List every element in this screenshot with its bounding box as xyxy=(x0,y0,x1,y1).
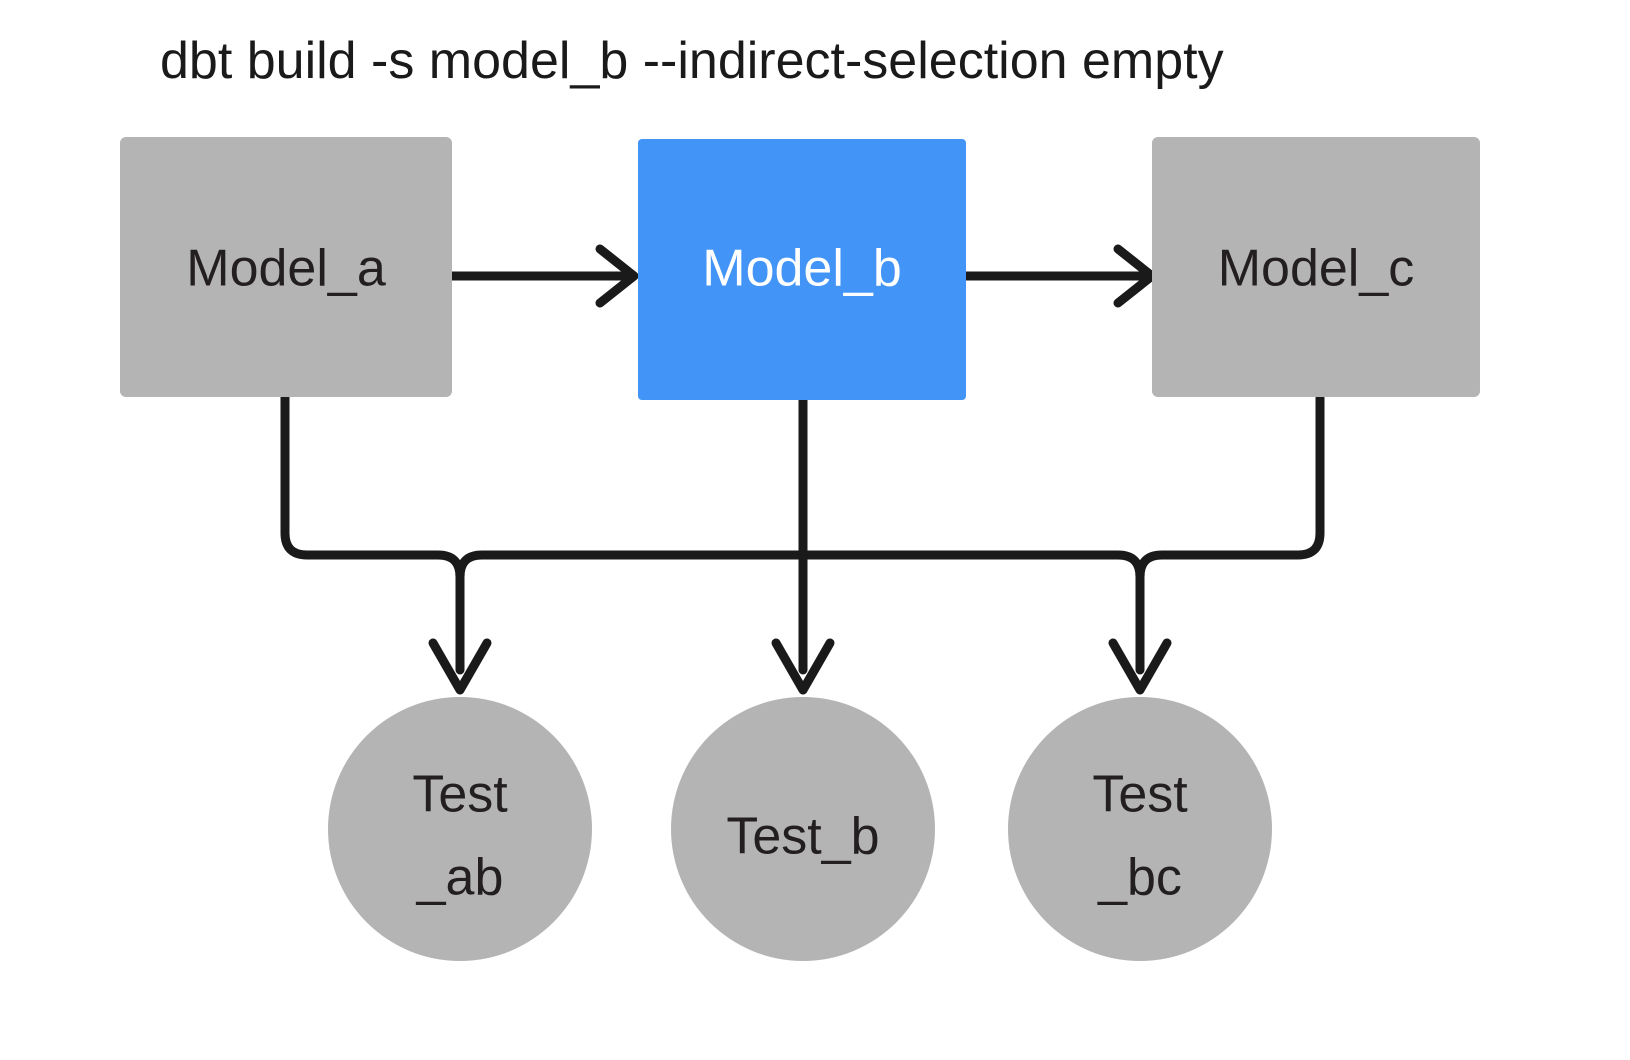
model-a-label: Model_a xyxy=(186,240,386,298)
test-bc-label-line1: Test xyxy=(1092,766,1188,824)
test-node-test-ab[interactable]: Test _ab xyxy=(328,697,592,961)
arrowhead-to-test-bc xyxy=(1108,638,1172,695)
page-title: dbt build -s model_b --indirect-selectio… xyxy=(160,32,1224,90)
test-b-label-line1: Test_b xyxy=(726,808,879,866)
model-node-model-c[interactable]: Model_c xyxy=(1152,137,1480,397)
model-b-label: Model_b xyxy=(702,240,901,298)
arrowhead-model-a-to-model-b xyxy=(595,244,639,308)
test-bc-circle[interactable] xyxy=(1008,697,1272,961)
arrowhead-to-test-b xyxy=(771,638,835,695)
edge-layer xyxy=(280,244,1325,695)
test-b-circle[interactable] xyxy=(671,697,935,961)
model-c-box[interactable] xyxy=(1152,137,1480,397)
model-node-model-a[interactable]: Model_a xyxy=(120,137,452,397)
edge-model-c-to-test-bc xyxy=(1135,392,1325,582)
test-bc-label-line2: _bc xyxy=(1097,849,1182,907)
model-b-box[interactable] xyxy=(638,139,966,400)
arrowhead-to-test-ab xyxy=(428,638,492,695)
edge-model-b-to-test-ab xyxy=(455,550,808,582)
test-node-test-b[interactable]: Test_b xyxy=(671,697,935,961)
edge-model-a-to-test-ab xyxy=(280,392,465,675)
model-a-box[interactable] xyxy=(120,137,452,397)
test-ab-label-line1: Test xyxy=(412,766,508,824)
model-node-model-b[interactable]: Model_b xyxy=(638,139,966,400)
edge-model-b-to-test-bc xyxy=(798,550,1145,675)
test-node-test-bc[interactable]: Test _bc xyxy=(1008,697,1272,961)
test-ab-label-line2: _ab xyxy=(416,849,504,907)
test-ab-circle[interactable] xyxy=(328,697,592,961)
model-c-label: Model_c xyxy=(1218,240,1415,298)
